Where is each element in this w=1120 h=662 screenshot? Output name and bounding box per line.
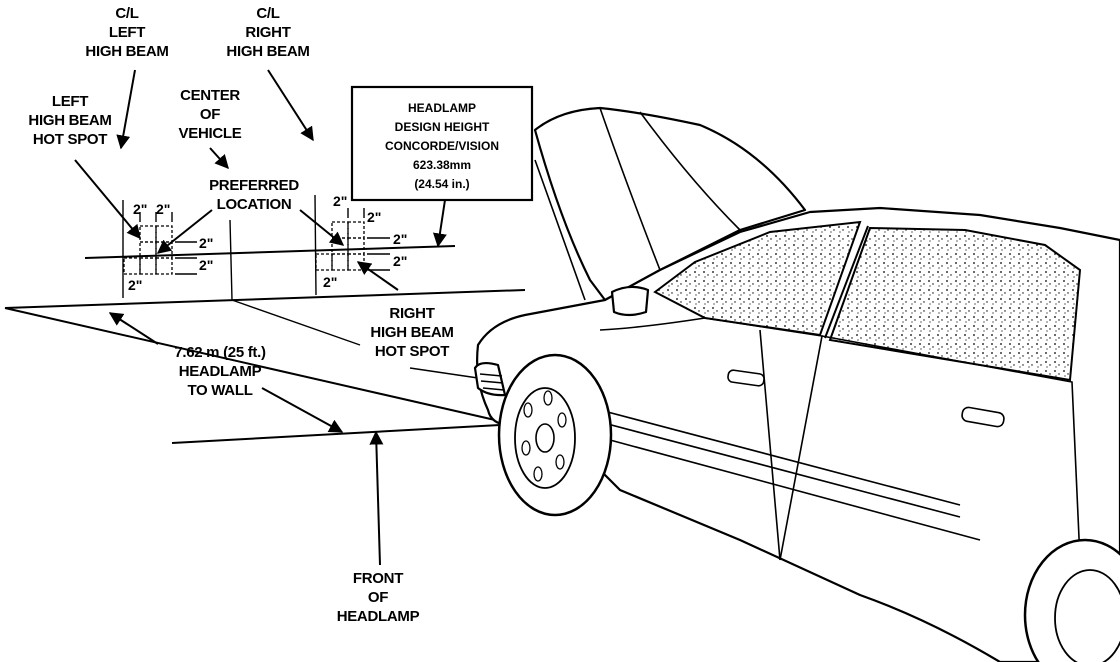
rear-door-handle — [961, 406, 1005, 428]
arrow-design-height — [432, 199, 447, 248]
labels: C/L LEFT HIGH BEAM C/L RIGHT HIGH BEAM L… — [28, 5, 453, 625]
wall-and-floor — [4, 194, 526, 444]
dim-left-top-1: 2" — [133, 201, 147, 217]
rear-door-outline — [821, 335, 1081, 561]
arrow-distance-headlamp — [261, 387, 344, 433]
car-illustration — [473, 106, 1120, 662]
hood-crease-1 — [599, 107, 661, 271]
side-molding-bottom — [599, 421, 961, 518]
leader-arrows — [74, 69, 479, 566]
arrow-center-vehicle — [209, 147, 229, 170]
headlamp-height-line — [84, 245, 456, 259]
callout-line-1: HEADLAMP — [408, 101, 476, 115]
cl-left-line-2: LEFT — [109, 24, 145, 41]
arrow-distance-wall — [108, 312, 159, 345]
rocker-line — [609, 439, 981, 541]
right-hot-spot-line-3: HOT SPOT — [375, 343, 449, 360]
preferred-location-line-1: PREFERRED — [209, 177, 299, 194]
center-vehicle-line-2: OF — [200, 106, 220, 123]
dim-right-top-2: 2" — [367, 209, 381, 225]
wall-floor-line — [4, 289, 526, 309]
callout-box — [350, 85, 534, 202]
preferred-location-line-2: LOCATION — [217, 196, 292, 213]
door-seam — [759, 329, 781, 561]
rear-wheel — [1023, 538, 1120, 662]
cl-right-line-3: HIGH BEAM — [226, 43, 309, 60]
front-door-handle — [727, 369, 765, 387]
center-vehicle-line-1: CENTER — [180, 87, 240, 104]
cl-right-line-2: RIGHT — [245, 24, 290, 41]
dim-left-right-2: 2" — [199, 257, 213, 273]
left-hot-spot-line-3: HOT SPOT — [33, 131, 107, 148]
callout-line-3: CONCORDE/VISION — [385, 139, 499, 153]
b-pillar — [824, 225, 869, 339]
side-window — [828, 226, 1082, 382]
callout-line-5: (24.54 in.) — [414, 177, 469, 191]
hood-crease-2 — [639, 111, 741, 231]
raised-hood — [533, 106, 807, 302]
hood-prop-rod — [534, 159, 586, 301]
distance-line-3: TO WALL — [187, 382, 252, 399]
design-height-callout: HEADLAMP DESIGN HEIGHT CONCORDE/VISION 6… — [350, 85, 534, 202]
arrow-cl-right — [267, 69, 314, 142]
dim-left-top-2: 2" — [156, 201, 170, 217]
dim-right-side-2: 2" — [393, 253, 407, 269]
arrow-right-hot-spot — [356, 261, 399, 291]
center-vehicle-line-3: VEHICLE — [179, 125, 242, 142]
arrow-cl-left — [116, 69, 136, 150]
headlamp-front-floor-line — [171, 424, 501, 444]
front-headlamp-line-3: HEADLAMP — [337, 608, 420, 625]
left-hot-spot-line-2: HIGH BEAM — [28, 112, 111, 129]
floor-edge-line — [4, 307, 496, 421]
right-centerline — [314, 194, 317, 296]
cl-left-line-1: C/L — [115, 5, 138, 22]
front-headlamp-line-2: OF — [368, 589, 388, 606]
arrow-preferred-right — [299, 209, 345, 246]
dim-left-right-1: 2" — [199, 235, 213, 251]
distance-line-2: HEADLAMP — [179, 363, 262, 380]
front-door-outline — [599, 317, 823, 561]
dim-right-side-1: 2" — [393, 231, 407, 247]
side-mirror — [610, 285, 650, 317]
dim-right-bottom: 2" — [323, 274, 337, 290]
center-of-vehicle-line — [229, 219, 233, 301]
cl-right-line-1: C/L — [256, 5, 279, 22]
dim-right-top-1: 2" — [333, 193, 347, 209]
callout-line-4: 623.38mm — [413, 158, 471, 172]
arrow-preferred-left — [156, 209, 213, 254]
dim-left-bottom: 2" — [128, 277, 142, 293]
left-hot-spot-grid — [123, 212, 197, 275]
side-molding-top — [599, 409, 961, 506]
arrow-front-headlamp — [369, 430, 384, 566]
left-hot-spot-line-1: LEFT — [52, 93, 88, 110]
distance-line-1: 7.62 m (25 ft.) — [174, 344, 266, 361]
floor-center-line — [231, 299, 361, 346]
arrow-left-hot-spot — [74, 159, 141, 240]
right-hot-spot-line-1: RIGHT — [389, 305, 434, 322]
front-wheel — [497, 353, 613, 517]
front-headlamp-line-1: FRONT — [353, 570, 403, 587]
cl-left-line-3: HIGH BEAM — [85, 43, 168, 60]
leader-headlamp — [409, 367, 479, 379]
right-hot-spot-line-2: HIGH BEAM — [370, 324, 453, 341]
callout-line-2: DESIGN HEIGHT — [395, 120, 490, 134]
